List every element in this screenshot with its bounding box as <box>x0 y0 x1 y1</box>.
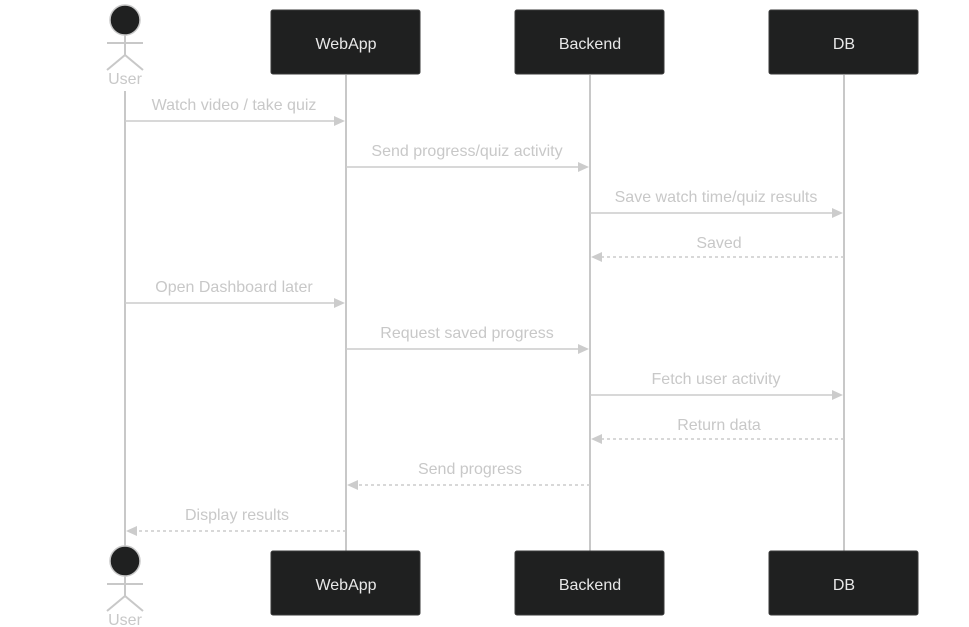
message-label: Display results <box>185 507 289 524</box>
message-label: Return data <box>677 417 761 434</box>
message-label: Open Dashboard later <box>155 279 313 296</box>
participant-label: WebApp <box>315 577 376 594</box>
arrow-right-icon <box>334 116 345 126</box>
participant-webapp-bottom: WebApp <box>270 550 421 616</box>
message-label: Saved <box>696 235 741 252</box>
message-5: Open Dashboard later <box>125 279 345 308</box>
message-label: Send progress <box>418 461 522 478</box>
message-3: Save watch time/quiz results <box>590 189 843 218</box>
participant-db-top: DB <box>768 9 919 75</box>
arrow-right-icon <box>832 390 843 400</box>
message-label: Send progress/quiz activity <box>371 143 562 160</box>
arrow-right-icon <box>334 298 345 308</box>
actor-head-icon <box>109 545 141 577</box>
message-4: Saved <box>591 235 844 262</box>
message-label: Watch video / take quiz <box>152 97 317 114</box>
message-label: Save watch time/quiz results <box>615 189 818 206</box>
message-label: Fetch user activity <box>652 371 781 388</box>
participant-label: Backend <box>559 577 621 594</box>
participant-label: Backend <box>559 36 621 53</box>
participant-label: DB <box>833 36 855 53</box>
message-8: Return data <box>591 417 844 444</box>
message-6: Request saved progress <box>346 325 589 354</box>
arrow-right-icon <box>578 162 589 172</box>
participant-label: DB <box>833 577 855 594</box>
participant-label: WebApp <box>315 36 376 53</box>
actor-user-bottom: User <box>106 545 144 627</box>
arrow-right-icon <box>832 208 843 218</box>
message-2: Send progress/quiz activity <box>346 143 589 172</box>
arrow-right-icon <box>578 344 589 354</box>
arrow-left-icon <box>591 252 602 262</box>
actor-user-top: User <box>106 4 144 88</box>
participant-backend-bottom: Backend <box>514 550 665 616</box>
message-label: Request saved progress <box>380 325 553 342</box>
arrow-left-icon <box>347 480 358 490</box>
arrow-left-icon <box>591 434 602 444</box>
actor-label-bottom: User <box>108 612 142 627</box>
message-1: Watch video / take quiz <box>125 97 345 126</box>
actor-label-top: User <box>108 71 142 88</box>
participant-webapp-top: WebApp <box>270 9 421 75</box>
participant-db-bottom: DB <box>768 550 919 616</box>
message-7: Fetch user activity <box>590 371 843 400</box>
arrow-left-icon <box>126 526 137 536</box>
message-10: Display results <box>126 507 346 536</box>
actor-head-icon <box>109 4 141 36</box>
participant-backend-top: Backend <box>514 9 665 75</box>
message-9: Send progress <box>347 461 590 490</box>
